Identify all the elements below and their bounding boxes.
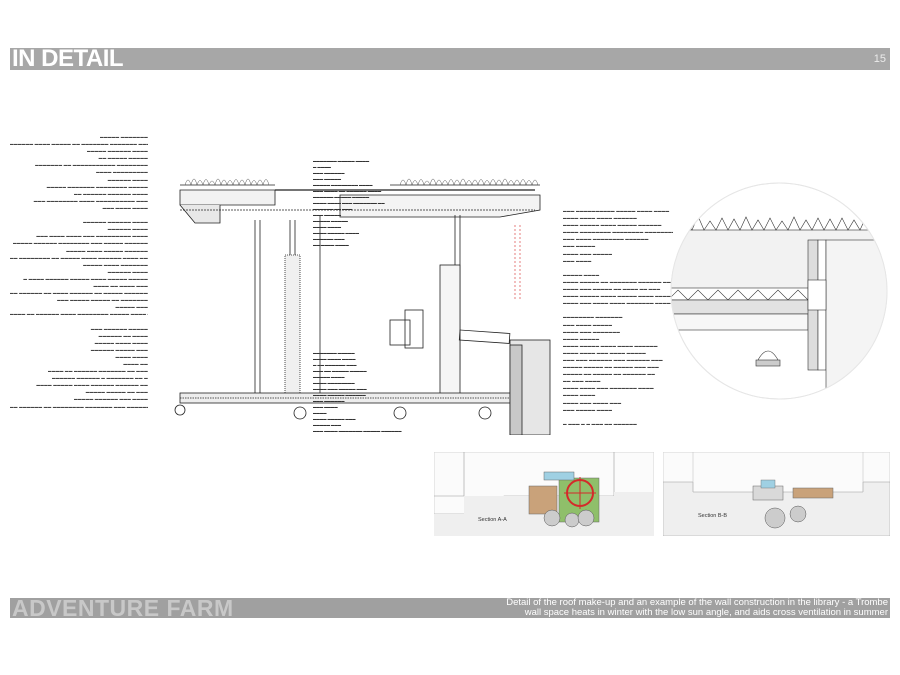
wall-section-drawing <box>160 135 555 435</box>
section-b-b-diagram <box>663 452 890 536</box>
section-b-b-label: Section B-B <box>698 513 728 519</box>
page-number: 15 <box>873 53 886 65</box>
section-a-a-label: Section A-A <box>478 517 507 523</box>
roof-detail-circle <box>670 182 888 400</box>
roof-notes-inline: ▬▬▬▬▬▬▬ ▬▬▬▬▬ ▬▬▬▬▬ ▬▬▬▬▬▬▬ ▬▬▬▬▬▬▬▬▬ ▬▬… <box>313 159 385 247</box>
footer-band <box>10 598 890 618</box>
footer-brand: ADVENTURE FARM <box>12 595 234 621</box>
figure-caption: Detail of the roof make-up and an exampl… <box>458 598 888 618</box>
page-title: IN DETAIL <box>12 45 124 72</box>
caption-line-2: wall space heats in winter with the low … <box>524 607 888 618</box>
caption-line-1: Detail of the roof make-up and an exampl… <box>506 597 888 608</box>
header-band <box>10 48 890 70</box>
section-a-a-diagram <box>434 452 654 536</box>
floor-notes-inline: ▬▬▬▬▬▬▬ ▬▬▬▬▬▬▬▬▬ ▬▬▬▬ ▬▬▬▬▬ ▬▬ ▬▬▬▬▬▬ ▬… <box>313 351 402 433</box>
left-annotation-notes: ▬▬▬▬▬ ▬▬▬▬▬▬▬ ▬▬▬▬▬▬ ▬▬▬▬ ▬▬▬▬▬ ▬▬ ▬▬▬▬▬… <box>10 135 148 409</box>
right-annotation-notes: ▬▬▬ ▬▬▬▬▬▬▬▬▬▬ ▬▬▬▬▬ ▬▬▬▬ ▬▬▬▬ ▬▬▬▬ ▬▬▬▬… <box>563 209 673 426</box>
